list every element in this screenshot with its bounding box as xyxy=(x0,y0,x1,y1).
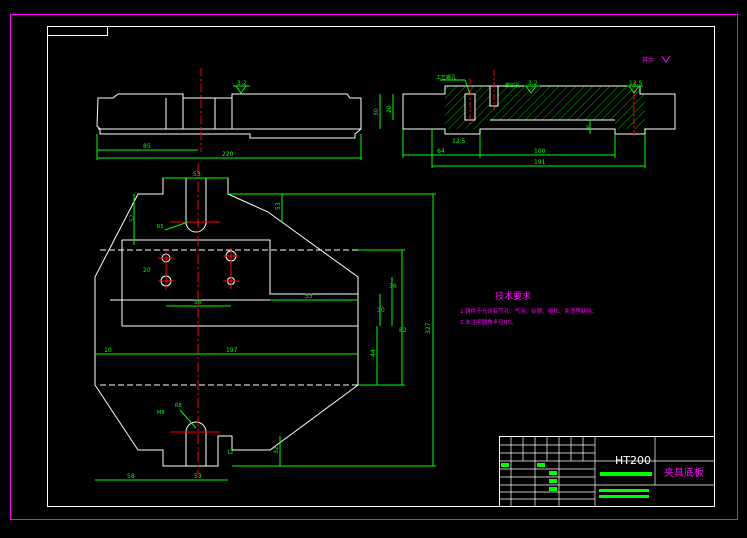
label-process-hole: 工艺螺孔 xyxy=(436,74,456,81)
dim-220-text: 220 xyxy=(222,151,234,158)
dim-197-text: 197 xyxy=(226,347,238,354)
leader-left-2 xyxy=(464,79,471,95)
dim-100-text: 100 xyxy=(534,148,546,155)
surface-mark-icon xyxy=(524,85,540,94)
dim-58-text: 58 xyxy=(127,473,135,480)
front-surface-text: 3.2 xyxy=(237,80,247,87)
dim-30-text: 30 xyxy=(373,108,380,116)
dim-53-right-text: 53 xyxy=(275,202,282,210)
leader-r xyxy=(164,221,189,231)
dim-327-text: 327 xyxy=(425,322,432,334)
material-text: HT200 xyxy=(615,454,651,467)
section-surface-right: 12.5 xyxy=(629,80,643,87)
front-view-outline xyxy=(96,93,362,139)
section-small-surface: 12.5 xyxy=(452,138,466,145)
notes-line-2: 2.未注明圆角半径R3。 xyxy=(460,318,517,326)
dim-52-text: 52 xyxy=(129,214,136,222)
technical-requirements: 技术要求 1.铸件不允许有气孔、气泡、砂眼、缩松、夹渣等缺陷； 2.未注明圆角半… xyxy=(460,290,597,326)
part-name-text: 夹具底板 xyxy=(664,466,704,479)
dim-12-text: 12 xyxy=(227,450,233,456)
title-block: HT200 夹具底板 xyxy=(499,436,715,507)
section-surface-left: 3.2 xyxy=(528,80,538,87)
dim-82-text: 82 xyxy=(399,327,407,334)
dim-20-text: 20 xyxy=(386,105,393,113)
other-marks-text: 其余 xyxy=(642,56,654,64)
dim-m-text: M8 xyxy=(157,410,165,416)
dim-64-text: 64 xyxy=(437,148,445,155)
inner-border xyxy=(47,26,715,507)
front-view: 3.2 85 220 xyxy=(96,68,362,160)
dim-53-b-text: 53 xyxy=(194,473,202,480)
notes-title: 技术要求 xyxy=(495,290,531,302)
label-thread-hole: 螺纹孔 xyxy=(505,82,520,89)
notes-line-1: 1.铸件不允许有气孔、气泡、砂眼、缩松、夹渣等缺陷； xyxy=(460,307,597,315)
leader-r2 xyxy=(179,409,197,429)
dim-r-text: R5 xyxy=(157,224,164,230)
dim-20-left-text: 20 xyxy=(143,267,151,274)
dim-32-text: 32 xyxy=(273,446,280,454)
plan-view: 53 52 53 R5 20 56 55 36 30 82 327 44 10 … xyxy=(94,164,436,481)
plan-step xyxy=(122,239,358,295)
dim-r2-text: R8 xyxy=(175,403,182,409)
dim-53-top-text: 53 xyxy=(193,171,201,178)
outer-frame xyxy=(10,14,738,520)
dim-55-text: 55 xyxy=(305,293,313,300)
slot-top xyxy=(185,178,207,233)
surface-mark-icon xyxy=(233,85,250,94)
surface-mark-icon xyxy=(627,85,643,94)
surface-mark-icon xyxy=(661,55,671,63)
dim-191-text: 191 xyxy=(534,159,546,166)
dim-85-text: 85 xyxy=(143,143,151,150)
slot-bottom xyxy=(185,421,207,466)
dim-36-text: 36 xyxy=(389,283,397,290)
dim-30-text: 30 xyxy=(377,307,385,314)
dim-5-text: 5 xyxy=(586,125,590,132)
dim-10-text: 10 xyxy=(104,347,112,354)
dim-44-text: 44 xyxy=(370,349,377,357)
dim-56-text: 56 xyxy=(194,299,202,306)
title-block-frame xyxy=(499,436,715,507)
section-view: 工艺螺孔 螺纹孔 3.2 12.5 其余 30 20 64 100 191 12… xyxy=(373,55,676,168)
corner-label-box xyxy=(47,26,108,36)
